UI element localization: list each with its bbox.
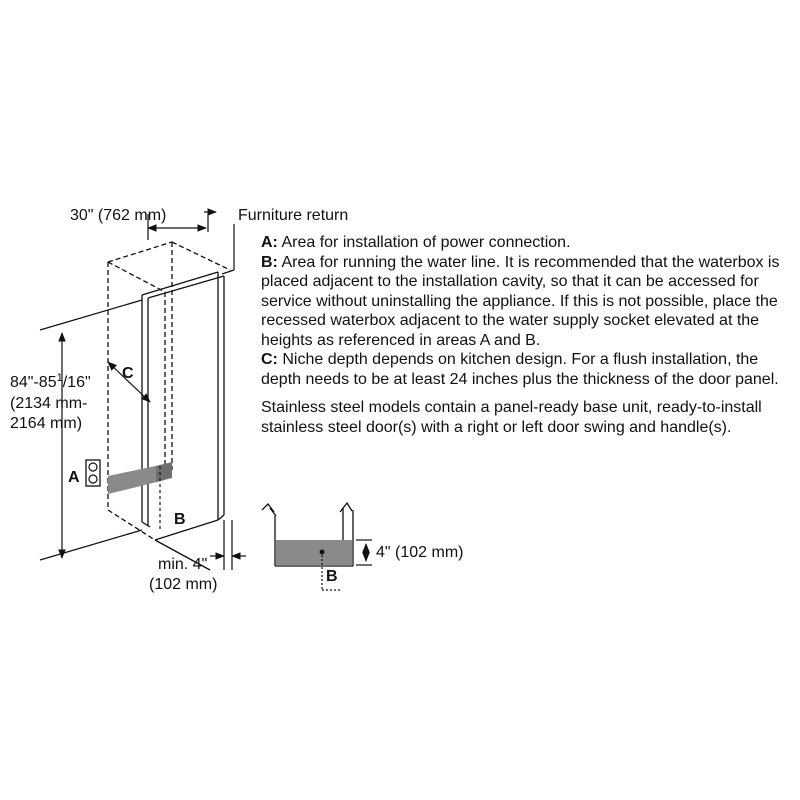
installation-notes: A: Area for installation of power connec… xyxy=(261,233,791,437)
detail-height-dimension xyxy=(356,539,372,566)
detail-marker-b: B xyxy=(326,568,338,585)
note-c-key: C: xyxy=(261,351,278,368)
note-c: C: Niche depth depends on kitchen design… xyxy=(261,350,791,389)
note-b-text: Area for running the water line. It is r… xyxy=(261,253,780,349)
width-label: 30" (762 mm) xyxy=(70,207,166,224)
note-a-key: A: xyxy=(261,234,278,251)
width-dimension xyxy=(147,214,209,240)
note-a-text: Area for installation of power connectio… xyxy=(277,234,571,251)
min-depth-dimension xyxy=(210,520,246,570)
note-stainless: Stainless steel models contain a panel-r… xyxy=(261,399,762,436)
water-area xyxy=(108,462,172,530)
note-a: A: Area for installation of power connec… xyxy=(261,233,791,253)
power-outlet-icon xyxy=(85,459,101,487)
min-depth-label: min. 4" xyxy=(158,556,207,573)
height-label-line3: 2164 mm) xyxy=(10,415,82,432)
note-b: B: Area for running the water line. It i… xyxy=(261,253,791,351)
note-b-key: B: xyxy=(261,253,278,271)
marker-c: C xyxy=(122,365,134,382)
marker-b: B xyxy=(174,511,186,528)
height-label-line1: 84"-851/16" xyxy=(10,372,91,391)
waterbox-detail xyxy=(261,501,354,567)
min-depth-label-mm: (102 mm) xyxy=(149,576,217,593)
niche-depth-arrow xyxy=(107,361,151,403)
marker-a: A xyxy=(68,469,80,486)
water-socket xyxy=(319,549,325,555)
waterbox-fill xyxy=(276,540,352,565)
furniture-return-label: Furniture return xyxy=(238,207,348,224)
detail-height-label: 4" (102 mm) xyxy=(376,544,463,561)
height-label-line2: (2134 mm- xyxy=(10,395,87,412)
note-c-text: Niche depth depends on kitchen design. F… xyxy=(261,351,779,388)
